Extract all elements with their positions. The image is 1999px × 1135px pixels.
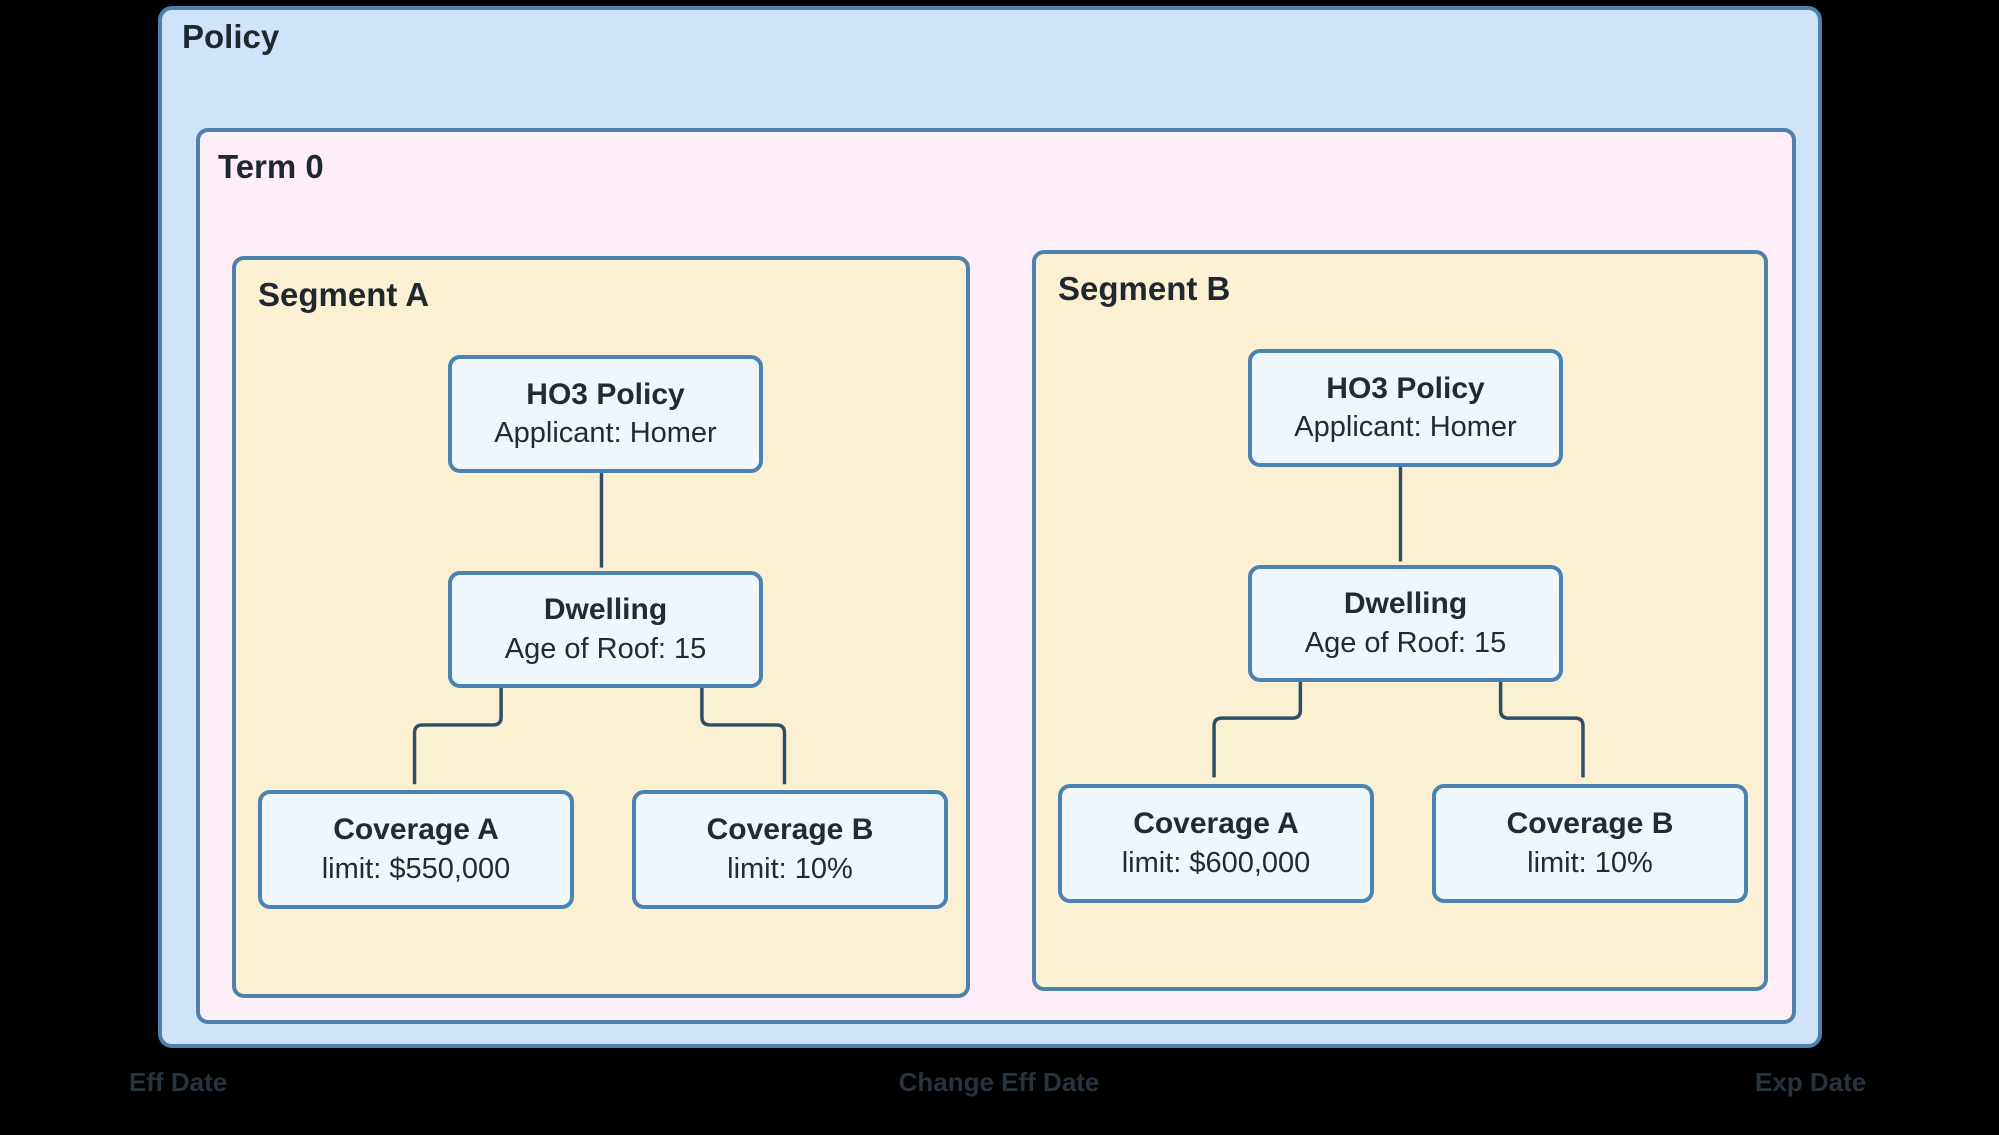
- node-title: Dwelling: [1343, 587, 1468, 621]
- node-title: Coverage A: [1133, 807, 1299, 841]
- node-subtitle: Age of Roof: 15: [504, 632, 707, 665]
- edge-dwelling-coverage-b-connector: [1498, 676, 1585, 778]
- edge-dwelling-coverage-a-connector: [1212, 676, 1303, 778]
- term-container: Term 0 Segment A HO3 Policy Applicant: H…: [196, 128, 1796, 1024]
- node-title: Coverage B: [706, 813, 874, 847]
- edge-dwelling-coverage-b-connector: [700, 683, 787, 785]
- ho3-policy-node: HO3 Policy Applicant: Homer: [1248, 349, 1563, 467]
- node-subtitle: limit: 10%: [727, 852, 853, 885]
- node-subtitle: Applicant: Homer: [1294, 411, 1517, 444]
- node-subtitle: limit: 10%: [1527, 846, 1653, 879]
- node-title: Coverage A: [333, 813, 499, 847]
- dwelling-node: Dwelling Age of Roof: 15: [448, 571, 763, 688]
- term-title: Term 0: [218, 148, 324, 185]
- eff-date-label: Eff Date: [129, 1067, 228, 1097]
- ho3-policy-node: HO3 Policy Applicant: Homer: [448, 355, 763, 473]
- segment-b-title: Segment B: [1058, 270, 1231, 307]
- segment-a-container: Segment A HO3 Policy Applicant: Homer Dw…: [232, 256, 970, 998]
- exp-date-label: Exp Date: [1755, 1067, 1867, 1097]
- node-subtitle: limit: $550,000: [321, 852, 511, 885]
- node-title: Dwelling: [543, 593, 668, 627]
- node-title: HO3 Policy: [1326, 371, 1485, 405]
- dwelling-node: Dwelling Age of Roof: 15: [1248, 565, 1563, 682]
- coverage-b-node: Coverage B limit: 10%: [632, 790, 948, 909]
- segment-a-title: Segment A: [258, 276, 430, 313]
- policy-container: Policy Term 0 Segment A HO3 Policy Appli…: [158, 6, 1822, 1048]
- coverage-b-node: Coverage B limit: 10%: [1432, 784, 1748, 903]
- node-subtitle: Age of Roof: 15: [1304, 626, 1507, 659]
- change-eff-date-label: Change Eff Date: [898, 1067, 1100, 1097]
- node-subtitle: limit: $600,000: [1121, 846, 1311, 879]
- edge-dwelling-coverage-a-connector: [412, 683, 503, 785]
- node-title: HO3 Policy: [526, 377, 685, 411]
- coverage-a-node: Coverage A limit: $550,000: [258, 790, 574, 909]
- node-subtitle: Applicant: Homer: [494, 417, 717, 450]
- policy-title: Policy: [182, 18, 280, 55]
- coverage-a-node: Coverage A limit: $600,000: [1058, 784, 1374, 903]
- node-title: Coverage B: [1506, 807, 1674, 841]
- segment-b-container: Segment B HO3 Policy Applicant: Homer Dw…: [1032, 250, 1768, 991]
